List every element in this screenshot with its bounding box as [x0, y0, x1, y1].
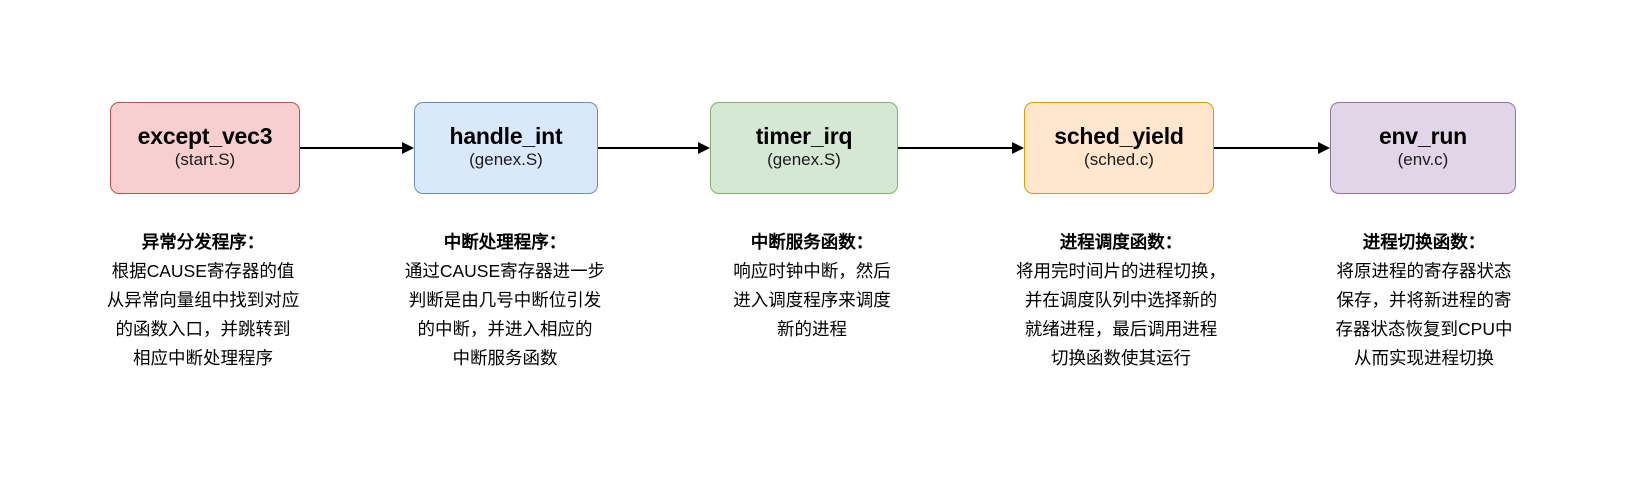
node-function-name: handle_int: [449, 122, 563, 149]
node-function-name: timer_irq: [755, 122, 853, 149]
node-function-name: except_vec3: [137, 122, 273, 149]
caption-except-vec3: 异常分发程序： 根据CAUSE寄存器的值 从异常向量组中找到对应 的函数入口，并…: [51, 228, 355, 373]
caption-timer-irq: 中断服务函数： 响应时钟中断，然后 进入调度程序来调度 新的进程: [655, 228, 969, 344]
caption-sched-yield: 进程调度函数： 将用完时间片的进程切换， 并在调度队列中选择新的 就绪进程，最后…: [969, 228, 1273, 373]
caption-line: 就绪进程，最后调用进程: [1024, 319, 1218, 339]
node-source-file: (genex.S): [767, 150, 841, 170]
node-function-name: env_run: [1378, 122, 1468, 149]
caption-line: 存器状态恢复到CPU中: [1335, 319, 1513, 339]
caption-line: 的函数入口，并跳转到: [115, 319, 291, 339]
arrow-head-icon: [1012, 142, 1024, 154]
caption-line: 的中断，并进入相应的: [417, 319, 593, 339]
node-source-file: (env.c): [1397, 150, 1449, 170]
caption-line: 中断服务函数: [452, 348, 558, 368]
arrow-sched-yield-to-env-run: [1214, 142, 1330, 154]
arrow-head-icon: [698, 142, 710, 154]
arrow-handle-int-to-timer-irq: [598, 142, 710, 154]
caption-line: 相应中断处理程序: [133, 348, 273, 368]
caption-line: 响应时钟中断，然后: [733, 261, 891, 281]
arrow-except-vec3-to-handle-int: [300, 142, 414, 154]
node-source-file: (start.S): [174, 150, 236, 170]
node-source-file: (sched.c): [1084, 150, 1154, 170]
arrow-shaft: [300, 147, 404, 149]
node-handle-int[interactable]: handle_int (genex.S): [414, 102, 598, 194]
arrow-shaft: [898, 147, 1014, 149]
caption-row: 异常分发程序： 根据CAUSE寄存器的值 从异常向量组中找到对应 的函数入口，并…: [0, 228, 1626, 373]
node-except-vec3[interactable]: except_vec3 (start.S): [110, 102, 300, 194]
caption-title: 进程调度函数：: [1059, 232, 1183, 252]
caption-env-run: 进程切换函数： 将原进程的寄存器状态 保存，并将新进程的寄 存器状态恢复到CPU…: [1273, 228, 1575, 373]
arrow-head-icon: [402, 142, 414, 154]
caption-line: 并在调度队列中选择新的: [1024, 290, 1218, 310]
arrow-shaft: [598, 147, 700, 149]
caption-title: 异常分发程序：: [141, 232, 265, 252]
node-function-name: sched_yield: [1054, 122, 1184, 149]
caption-line: 从异常向量组中找到对应: [106, 290, 300, 310]
caption-title: 进程切换函数：: [1362, 232, 1486, 252]
caption-line: 保存，并将新进程的寄: [1336, 290, 1512, 310]
caption-line: 切换函数使其运行: [1051, 348, 1191, 368]
node-source-file: (genex.S): [469, 150, 543, 170]
caption-line: 通过CAUSE寄存器进一步: [404, 261, 606, 281]
caption-line: 进入调度程序来调度: [733, 290, 891, 310]
caption-line: 根据CAUSE寄存器的值: [111, 261, 295, 281]
caption-line: 新的进程: [777, 319, 847, 339]
node-env-run[interactable]: env_run (env.c): [1330, 102, 1516, 194]
arrow-shaft: [1214, 147, 1320, 149]
caption-line: 将用完时间片的进程切换，: [1016, 261, 1226, 281]
arrow-head-icon: [1318, 142, 1330, 154]
caption-line: 判断是由几号中断位引发: [408, 290, 602, 310]
arrow-timer-irq-to-sched-yield: [898, 142, 1024, 154]
node-timer-irq[interactable]: timer_irq (genex.S): [710, 102, 898, 194]
caption-line: 将原进程的寄存器状态: [1336, 261, 1512, 281]
caption-title: 中断服务函数：: [750, 232, 874, 252]
flow-node-row: except_vec3 (start.S) handle_int (genex.…: [0, 100, 1626, 196]
caption-handle-int: 中断处理程序： 通过CAUSE寄存器进一步 判断是由几号中断位引发 的中断，并进…: [355, 228, 655, 373]
caption-line: 从而实现进程切换: [1354, 348, 1494, 368]
node-sched-yield[interactable]: sched_yield (sched.c): [1024, 102, 1214, 194]
caption-title: 中断处理程序：: [443, 232, 567, 252]
